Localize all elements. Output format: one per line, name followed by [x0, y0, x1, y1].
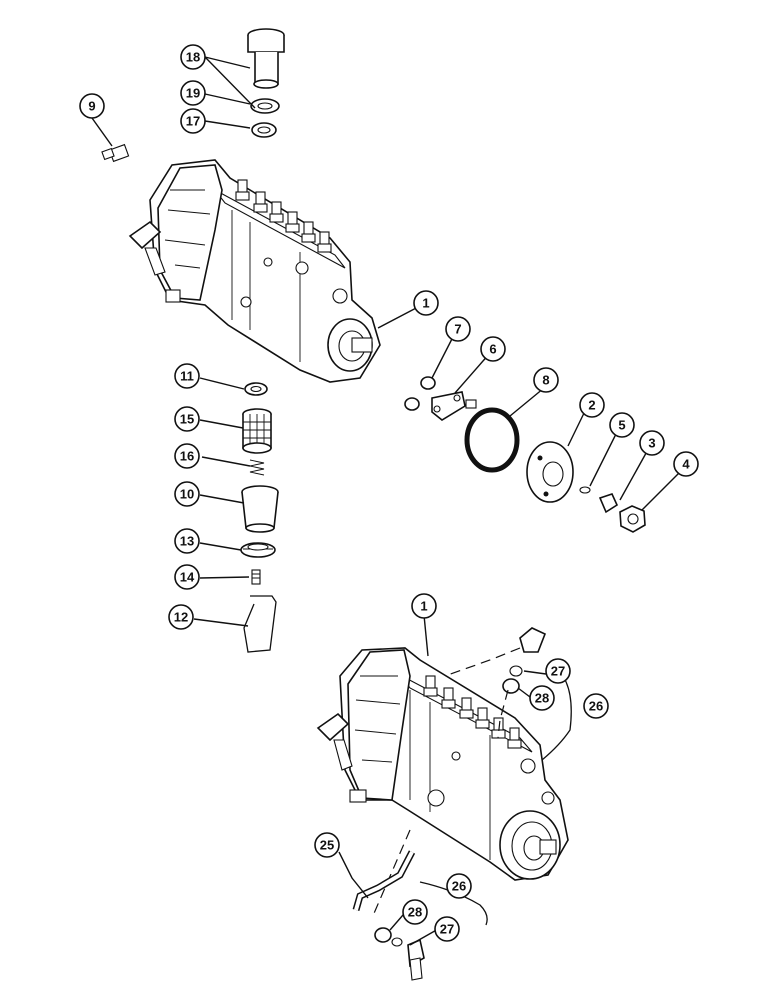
svg-text:1: 1: [420, 599, 427, 614]
svg-text:5: 5: [618, 418, 625, 433]
group-bracket-26-bottom: [419, 881, 488, 926]
callout-1-top: 1: [413, 290, 439, 316]
callout-11: 11: [174, 363, 200, 389]
svg-text:2: 2: [588, 398, 595, 413]
callout-13: 13: [174, 528, 200, 554]
svg-text:15: 15: [180, 412, 194, 427]
callout-28-top: 28: [529, 685, 555, 711]
svg-text:8: 8: [542, 373, 549, 388]
group-bracket-26-top: [541, 671, 572, 761]
svg-text:26: 26: [589, 699, 603, 714]
fuel-pipe-icon: [352, 850, 416, 911]
callout-8: 8: [533, 367, 559, 393]
callout-16: 16: [174, 443, 200, 469]
callout-27-top: 27: [545, 658, 571, 684]
svg-text:19: 19: [186, 86, 200, 101]
primer-pump-icon: [247, 28, 285, 138]
callout-2: 2: [579, 392, 605, 418]
callout-10: 10: [174, 481, 200, 507]
svg-text:18: 18: [186, 50, 200, 65]
svg-text:16: 16: [180, 449, 194, 464]
callout-18: 18: [180, 44, 206, 70]
svg-text:17: 17: [186, 114, 200, 129]
callout-19: 19: [180, 80, 206, 106]
svg-text:27: 27: [440, 922, 454, 937]
callout-17: 17: [180, 108, 206, 134]
svg-text:26: 26: [452, 879, 466, 894]
callout-28-bottom: 28: [402, 899, 428, 925]
svg-text:9: 9: [88, 99, 95, 114]
callout-9: 9: [79, 93, 105, 119]
fuel-line-dashed-1: [444, 647, 521, 677]
callout-15: 15: [174, 406, 200, 432]
svg-text:10: 10: [180, 487, 194, 502]
svg-text:11: 11: [180, 369, 194, 384]
leader-lines: [91, 56, 685, 946]
callout-6: 6: [480, 336, 506, 362]
svg-text:28: 28: [408, 905, 422, 920]
callout-7: 7: [445, 316, 471, 342]
svg-text:14: 14: [180, 570, 195, 585]
svg-text:25: 25: [320, 838, 334, 853]
svg-text:27: 27: [551, 664, 565, 679]
svg-text:13: 13: [180, 534, 194, 549]
banjo-fitting-icon: [502, 627, 547, 694]
svg-text:1: 1: [422, 296, 429, 311]
svg-text:3: 3: [648, 436, 655, 451]
callout-26-top: 26: [583, 693, 609, 719]
svg-text:28: 28: [535, 691, 549, 706]
callout-1-bottom: 1: [411, 593, 437, 619]
callout-14: 14: [174, 564, 200, 590]
callout-12: 12: [168, 604, 194, 630]
filter-assembly-icon: [240, 382, 279, 653]
bleed-screw-icon: [101, 143, 130, 163]
callout-26-bottom: 26: [446, 873, 472, 899]
svg-text:4: 4: [682, 457, 690, 472]
coupling-parts-icon: [404, 376, 646, 533]
lower-injection-pump-icon: [316, 647, 569, 881]
svg-text:6: 6: [489, 342, 496, 357]
upper-injection-pump-icon: [128, 159, 381, 383]
callout-4: 4: [673, 451, 699, 477]
svg-text:7: 7: [454, 322, 461, 337]
callout-25: 25: [314, 832, 340, 858]
svg-text:12: 12: [174, 610, 188, 625]
callout-27-bottom: 27: [434, 916, 460, 942]
callout-5: 5: [609, 412, 635, 438]
callout-3: 3: [639, 430, 665, 456]
bottom-fittings-icon: [374, 927, 425, 981]
